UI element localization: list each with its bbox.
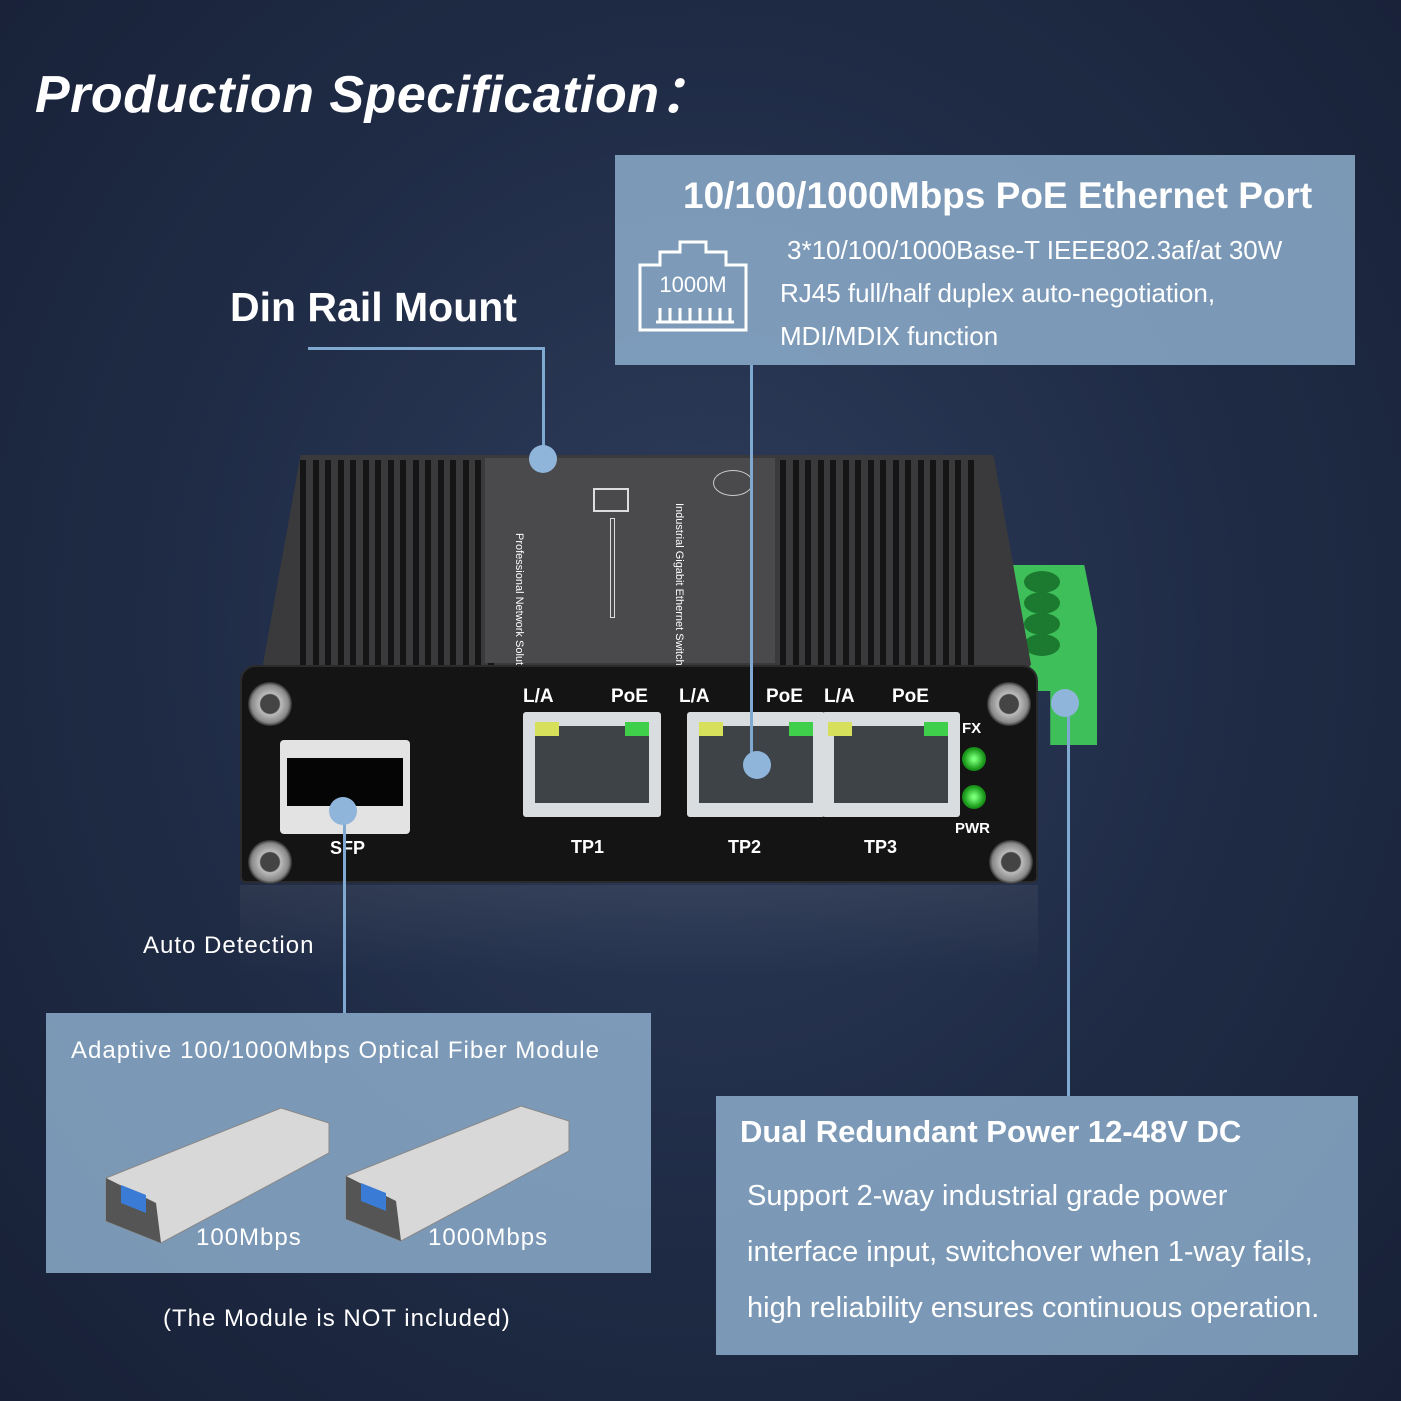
heat-sink-fin: [425, 460, 431, 670]
fins-right: [780, 460, 980, 670]
port-led-label: L/A: [824, 686, 855, 707]
port-icon: [593, 488, 629, 512]
power-spec-line: interface input, switchover when 1-way f…: [747, 1236, 1313, 1268]
module-label-1000: 1000Mbps: [428, 1224, 549, 1251]
screw-icon: [248, 840, 292, 884]
divider: [610, 518, 615, 618]
heat-sink-fin: [792, 460, 799, 670]
port-tp1[interactable]: [523, 712, 661, 817]
ethernet-port-callout: 10/100/1000Mbps PoE Ethernet Port 1000M …: [615, 155, 1355, 365]
heat-sink-fin: [375, 460, 381, 670]
heat-sink-fin: [337, 460, 344, 670]
fiber-heading: Adaptive 100/1000Mbps Optical Fiber Modu…: [71, 1037, 600, 1064]
heat-sink-fin: [462, 460, 469, 670]
heat-sink-fin: [437, 460, 444, 670]
power-callout: Dual Redundant Power 12-48V DC Support 2…: [716, 1096, 1358, 1355]
device-reflection: [240, 885, 1038, 975]
port-led-label: L/A: [679, 686, 710, 707]
heat-sink-fin: [880, 460, 886, 670]
heat-sink-fin: [325, 460, 331, 670]
port-led-label: PoE: [766, 686, 803, 707]
connector-line: [542, 347, 545, 459]
port-led-label: L/A: [523, 686, 554, 707]
heat-sink-fin: [830, 460, 836, 670]
heat-sink-fin: [917, 460, 924, 670]
port-label-tp2: TP2: [728, 837, 762, 857]
rj45-icon-label: 1000M: [659, 272, 726, 297]
heat-sink-fin: [967, 460, 974, 670]
heat-sink-fin: [350, 460, 356, 670]
device-label-panel: Industrial Gigabit Ethernet Switch Profe…: [485, 458, 775, 680]
pwr-label: PWR: [955, 820, 990, 837]
heat-sink-fin: [475, 460, 481, 670]
connector-line: [343, 810, 346, 1013]
connector-line: [308, 347, 545, 350]
connector-line: [750, 365, 753, 765]
screw-icon: [987, 682, 1031, 726]
heat-sink-fin: [955, 460, 961, 670]
fins-left: [300, 460, 500, 670]
fiber-module-callout: Adaptive 100/1000Mbps Optical Fiber Modu…: [46, 1013, 651, 1273]
power-heading: Dual Redundant Power 12-48V DC: [740, 1114, 1242, 1149]
callout-dot: [1051, 689, 1079, 717]
module-label-100: 100Mbps: [196, 1224, 302, 1251]
ethernet-spec-line: MDI/MDIX function: [780, 321, 999, 351]
heat-sink-fin: [817, 460, 824, 670]
ethernet-heading: 10/100/1000Mbps PoE Ethernet Port: [683, 175, 1313, 216]
callout-dot: [529, 445, 557, 473]
heat-sink-fin: [387, 460, 394, 670]
ethernet-spec-line: 3*10/100/1000Base-T IEEE802.3af/at 30W: [787, 235, 1283, 265]
screw-icon: [989, 840, 1033, 884]
fx-label: FX: [962, 720, 982, 737]
fx-led: [962, 747, 986, 771]
heat-sink-fin: [780, 460, 786, 670]
port-led-label: PoE: [611, 686, 648, 707]
sfp-label: SFP: [330, 838, 366, 858]
heat-sink-fin: [400, 460, 406, 670]
port-tp3[interactable]: [822, 712, 960, 817]
screw-icon: [248, 682, 292, 726]
heat-sink-fin: [312, 460, 319, 670]
callout-dot: [329, 797, 357, 825]
heat-sink-fin: [942, 460, 949, 670]
heat-sink-fin: [300, 460, 306, 670]
port-label-tp1: TP1: [571, 837, 605, 857]
power-spec-line: Support 2-way industrial grade power: [747, 1180, 1228, 1212]
heat-sink-fin: [805, 460, 811, 670]
heat-sink-fin: [892, 460, 899, 670]
page-title: Production Specification：: [35, 66, 712, 124]
logo-icon: [713, 470, 753, 496]
sfp-module-100-image: [105, 1107, 330, 1243]
power-spec-line: high reliability ensures continuous oper…: [747, 1292, 1320, 1324]
heat-sink-fin: [905, 460, 911, 670]
ethernet-spec-line: RJ45 full/half duplex auto-negotiation,: [780, 278, 1216, 308]
heat-sink-fin: [362, 460, 369, 670]
heat-sink-fin: [412, 460, 419, 670]
heat-sink-fin: [867, 460, 874, 670]
port-label-tp3: TP3: [864, 837, 898, 857]
heat-sink-fin: [930, 460, 936, 670]
din-rail-label: Din Rail Mount: [230, 284, 517, 330]
rj45-port-icon: 1000M: [638, 240, 748, 332]
pwr-led: [962, 785, 986, 809]
sfp-slot[interactable]: [280, 740, 410, 834]
module-not-included-note: (The Module is NOT included): [163, 1305, 511, 1332]
heat-sink-fin: [855, 460, 861, 670]
heat-sink-fin: [842, 460, 849, 670]
port-tp2[interactable]: [687, 712, 825, 817]
heat-sink-fin: [450, 460, 456, 670]
connector-line: [1067, 700, 1070, 1096]
auto-detection-label: Auto Detection: [143, 932, 315, 959]
port-led-label: PoE: [892, 686, 929, 707]
sfp-module-1000-image: [345, 1105, 570, 1241]
callout-dot: [743, 751, 771, 779]
